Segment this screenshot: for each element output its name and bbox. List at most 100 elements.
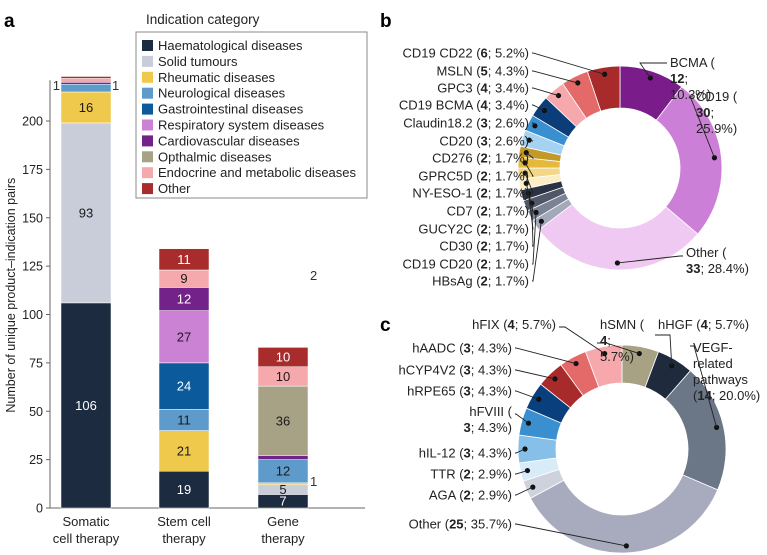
slice-count: 2 [481, 257, 488, 272]
slice-count: 2 [481, 204, 488, 219]
slice-count: 2 [464, 488, 471, 503]
slice-name: CD30 [439, 239, 472, 254]
y-axis-title: Number of unique product–indication pair… [4, 178, 18, 413]
slice-pct: 5.7% [522, 317, 552, 332]
bar-data-label: 12 [177, 292, 191, 307]
slice-close-paren: ) [525, 98, 529, 113]
leader-line [525, 183, 534, 212]
slice-separator: ; [712, 388, 719, 403]
slice-count: 2 [481, 222, 488, 237]
slice-count: 2 [481, 239, 488, 254]
legend-swatch [142, 119, 153, 131]
slice-label: Claudin18.2 (3; 2.6%) [403, 116, 529, 131]
slice-open-paren: ( [473, 169, 482, 184]
slice-open-paren: ( [473, 186, 482, 201]
slice-pct: 1.7% [495, 239, 525, 254]
legend-label: Rheumatic diseases [158, 70, 276, 85]
slice-label: CD19 BCMA (4; 3.4%) [399, 98, 529, 113]
slice-separator: ; [488, 274, 495, 289]
slice-pct: 1.7% [495, 151, 525, 166]
slice-separator: ; [515, 317, 522, 332]
slice-close-paren: ) [745, 261, 749, 276]
leader-line [515, 470, 528, 475]
bar-segment [158, 248, 210, 271]
slice-count: 4 [701, 317, 709, 332]
slice-label: hCYP4V2 (3; 4.3%) [399, 363, 513, 378]
slice-separator: ; [710, 105, 714, 120]
slice-separator: ; [488, 204, 495, 219]
bar-segment [257, 385, 309, 457]
slice-separator: ; [488, 64, 495, 79]
leader-line [529, 139, 534, 142]
bar-segment [60, 122, 112, 304]
bar-segment [158, 310, 210, 364]
slice-pct: 2.6% [495, 134, 525, 149]
slice-name: CD276 [432, 151, 472, 166]
slice-count: 12 [670, 71, 684, 86]
bar-segment [60, 76, 112, 79]
slice-open-paren: ( [473, 116, 482, 131]
slice-close-paren: ) [508, 341, 512, 356]
leader-line [515, 390, 539, 400]
slice-pct: 4.3% [495, 64, 525, 79]
donut-slice [538, 203, 699, 271]
slice-separator: ; [471, 467, 478, 482]
slice-open-paren: ( [456, 467, 465, 482]
slice-separator: ; [471, 363, 478, 378]
leader-line [515, 369, 556, 380]
slice-name: HBsAg [432, 274, 472, 289]
slice-name: MSLN [436, 64, 472, 79]
legend-swatch [142, 103, 153, 115]
slice-name: AGA [429, 488, 457, 503]
slice-name: Other [686, 245, 719, 260]
slice-name: CD19 CD22 [403, 46, 473, 61]
x-category-label: cell therapy [53, 531, 120, 546]
slice-pct: 4.3% [478, 363, 508, 378]
legend-label: Endocrine and metabolic diseases [158, 165, 357, 180]
slice-close-paren: ) [745, 317, 749, 332]
slice-label: hSMN (4;5.7%) [600, 317, 645, 364]
y-tick-label: 0 [36, 502, 43, 516]
bar-data-label: 7 [279, 494, 286, 509]
bar-data-label: 21 [177, 443, 191, 458]
slice-pct: 4.3% [478, 341, 508, 356]
slice-close-paren: ) [630, 349, 634, 364]
leader-dot [532, 123, 538, 129]
bar-data-label: 5 [279, 482, 286, 497]
slice-count: 5 [481, 64, 488, 79]
bar-data-label: 11 [177, 412, 191, 427]
slice-open-paren: ( [456, 363, 465, 378]
bar-data-label: 36 [276, 413, 290, 428]
slice-close-paren: ) [525, 222, 529, 237]
bar-segment [60, 83, 112, 93]
y-tick-label: 100 [22, 308, 43, 322]
slice-label: Other (25; 35.7%) [409, 517, 512, 532]
legend-swatch [142, 151, 153, 163]
slice-close-paren: ) [525, 274, 529, 289]
slice-name: hSMN [600, 317, 636, 332]
slice-open-paren: ( [707, 55, 716, 70]
slice-open-paren: ( [504, 404, 513, 419]
bar-data-label: 24 [177, 379, 191, 394]
slice-pct: 1.7% [495, 169, 525, 184]
leader-dot [623, 543, 629, 549]
slice-label: CD19 CD20 (2; 1.7%) [403, 257, 530, 272]
leader-line [532, 52, 605, 75]
slice-name: Other [409, 517, 442, 532]
leader-line [515, 448, 526, 454]
slice-open-paren: ( [473, 81, 482, 96]
slice-separator: ; [708, 317, 715, 332]
slice-separator: ; [471, 384, 478, 399]
slice-separator: ; [488, 151, 495, 166]
slice-pct: 4.3% [478, 446, 508, 461]
bar-segment [257, 347, 309, 367]
slice-name: GUCY2C [418, 222, 472, 237]
leader-dot [573, 360, 579, 367]
slice-open-paren: ( [473, 134, 482, 149]
bar-segment [60, 91, 112, 124]
leader-line [532, 221, 542, 282]
slice-label: NY-ESO-1 (2; 1.7%) [412, 186, 529, 201]
slice-separator: ; [464, 517, 471, 532]
donut-slice [529, 474, 719, 554]
slice-count: 3 [464, 384, 471, 399]
